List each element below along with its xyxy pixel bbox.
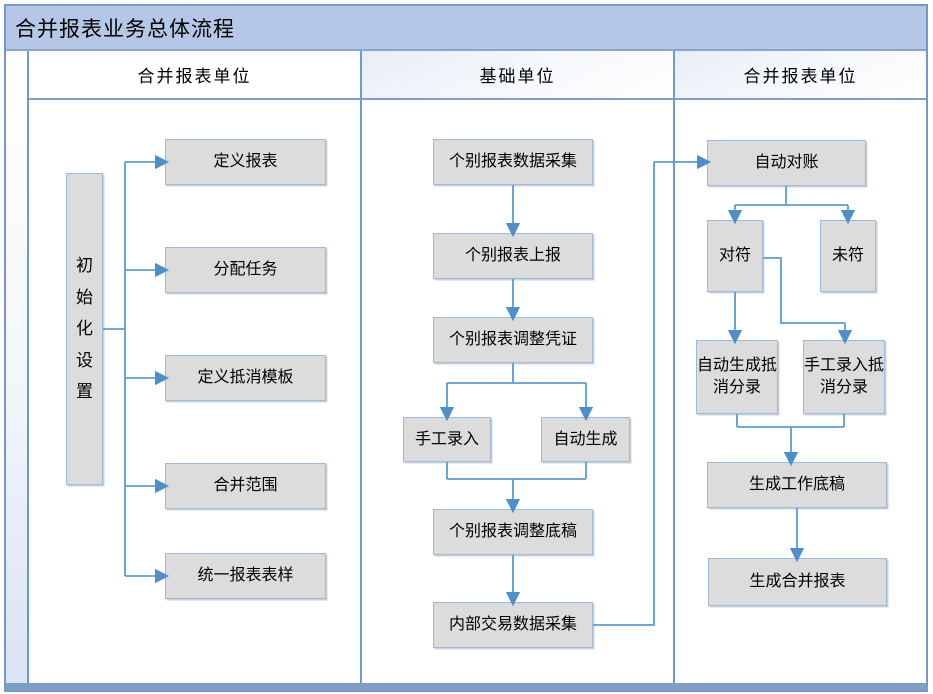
node-auto-generate-elimination-entries: 自动生成抵消分录 xyxy=(696,340,778,414)
node-generate-working-paper: 生成工作底稿 xyxy=(707,462,887,508)
node-auto-reconciliation: 自动对账 xyxy=(707,140,866,186)
lane-divider-1 xyxy=(360,51,362,683)
node-individual-report-adjustment-draft: 个别报表调整底稿 xyxy=(433,509,593,555)
node-internal-transaction-data-collection: 内部交易数据采集 xyxy=(433,602,593,648)
node-individual-report-submission: 个别报表上报 xyxy=(433,233,593,279)
node-manual-entry: 手工录入 xyxy=(403,417,491,462)
node-auto-generate: 自动生成 xyxy=(541,417,630,462)
node-consolidation-scope: 合并范围 xyxy=(165,463,326,509)
lane-header-basic-unit: 基础单位 xyxy=(362,51,673,100)
node-assign-tasks: 分配任务 xyxy=(165,247,326,293)
node-matched: 对符 xyxy=(707,220,763,292)
lane-divider-2 xyxy=(673,51,675,683)
bottom-band xyxy=(6,683,926,691)
node-unified-report-format: 统一报表表样 xyxy=(165,553,326,599)
node-individual-report-adjustment-voucher: 个别报表调整凭证 xyxy=(433,317,593,363)
lane-header-consolidation-unit-left: 合并报表单位 xyxy=(29,51,360,100)
node-generate-consolidated-report: 生成合并报表 xyxy=(708,558,887,606)
node-define-report: 定义报表 xyxy=(165,139,326,185)
node-manual-entry-elimination-entries: 手工录入抵消分录 xyxy=(803,340,885,414)
lane-header-consolidation-unit-right: 合并报表单位 xyxy=(675,51,926,100)
node-unmatched: 未符 xyxy=(820,220,876,292)
diagram-title: 合并报表业务总体流程 xyxy=(6,6,926,51)
node-define-elimination-template: 定义抵消模板 xyxy=(165,355,326,401)
left-margin-strip xyxy=(6,51,29,683)
node-individual-report-data-collection: 个别报表数据采集 xyxy=(433,139,593,185)
node-initialization-settings: 初始化设置 xyxy=(66,173,103,485)
